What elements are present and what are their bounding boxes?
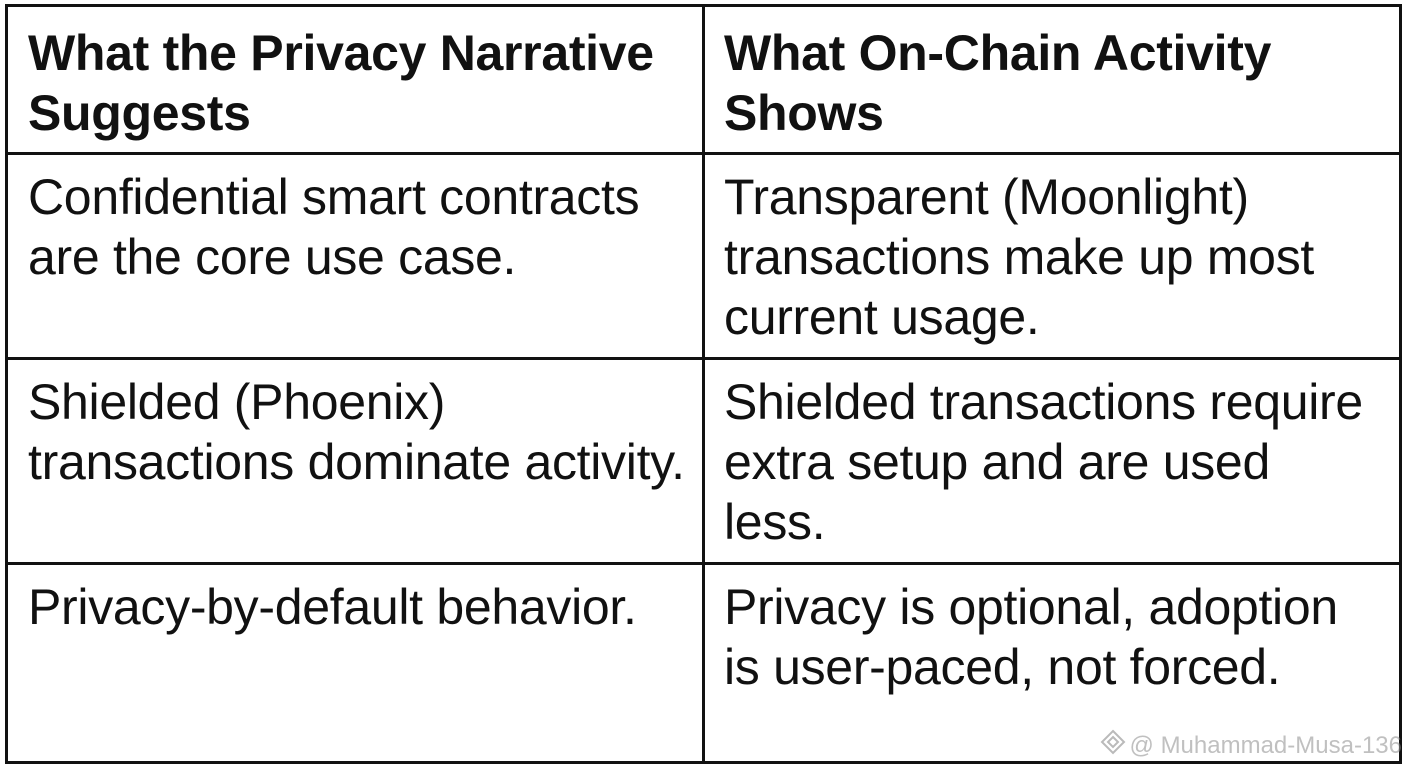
table-cell: Confidential smart contracts are the cor… xyxy=(8,155,705,360)
table-cell: Shielded transactions require extra setu… xyxy=(705,360,1399,565)
table-cell: Shielded (Phoenix) transactions dominate… xyxy=(8,360,705,565)
table-cell: Transparent (Moonlight) transactions mak… xyxy=(705,155,1399,360)
watermark: @ Muhammad-Musa-136 xyxy=(1100,729,1402,762)
table-header-onchain: What On-Chain Activity Shows xyxy=(705,7,1399,155)
table-cell: Privacy-by-default behavior. xyxy=(8,565,705,761)
watermark-text: @ Muhammad-Musa-136 xyxy=(1129,731,1402,759)
diamond-logo-icon xyxy=(1100,729,1126,762)
table-header-narrative: What the Privacy Narrative Suggests xyxy=(8,7,705,155)
table-cell: Privacy is optional, adoption is user-pa… xyxy=(724,579,1338,695)
comparison-table: What the Privacy Narrative Suggests What… xyxy=(5,4,1402,764)
